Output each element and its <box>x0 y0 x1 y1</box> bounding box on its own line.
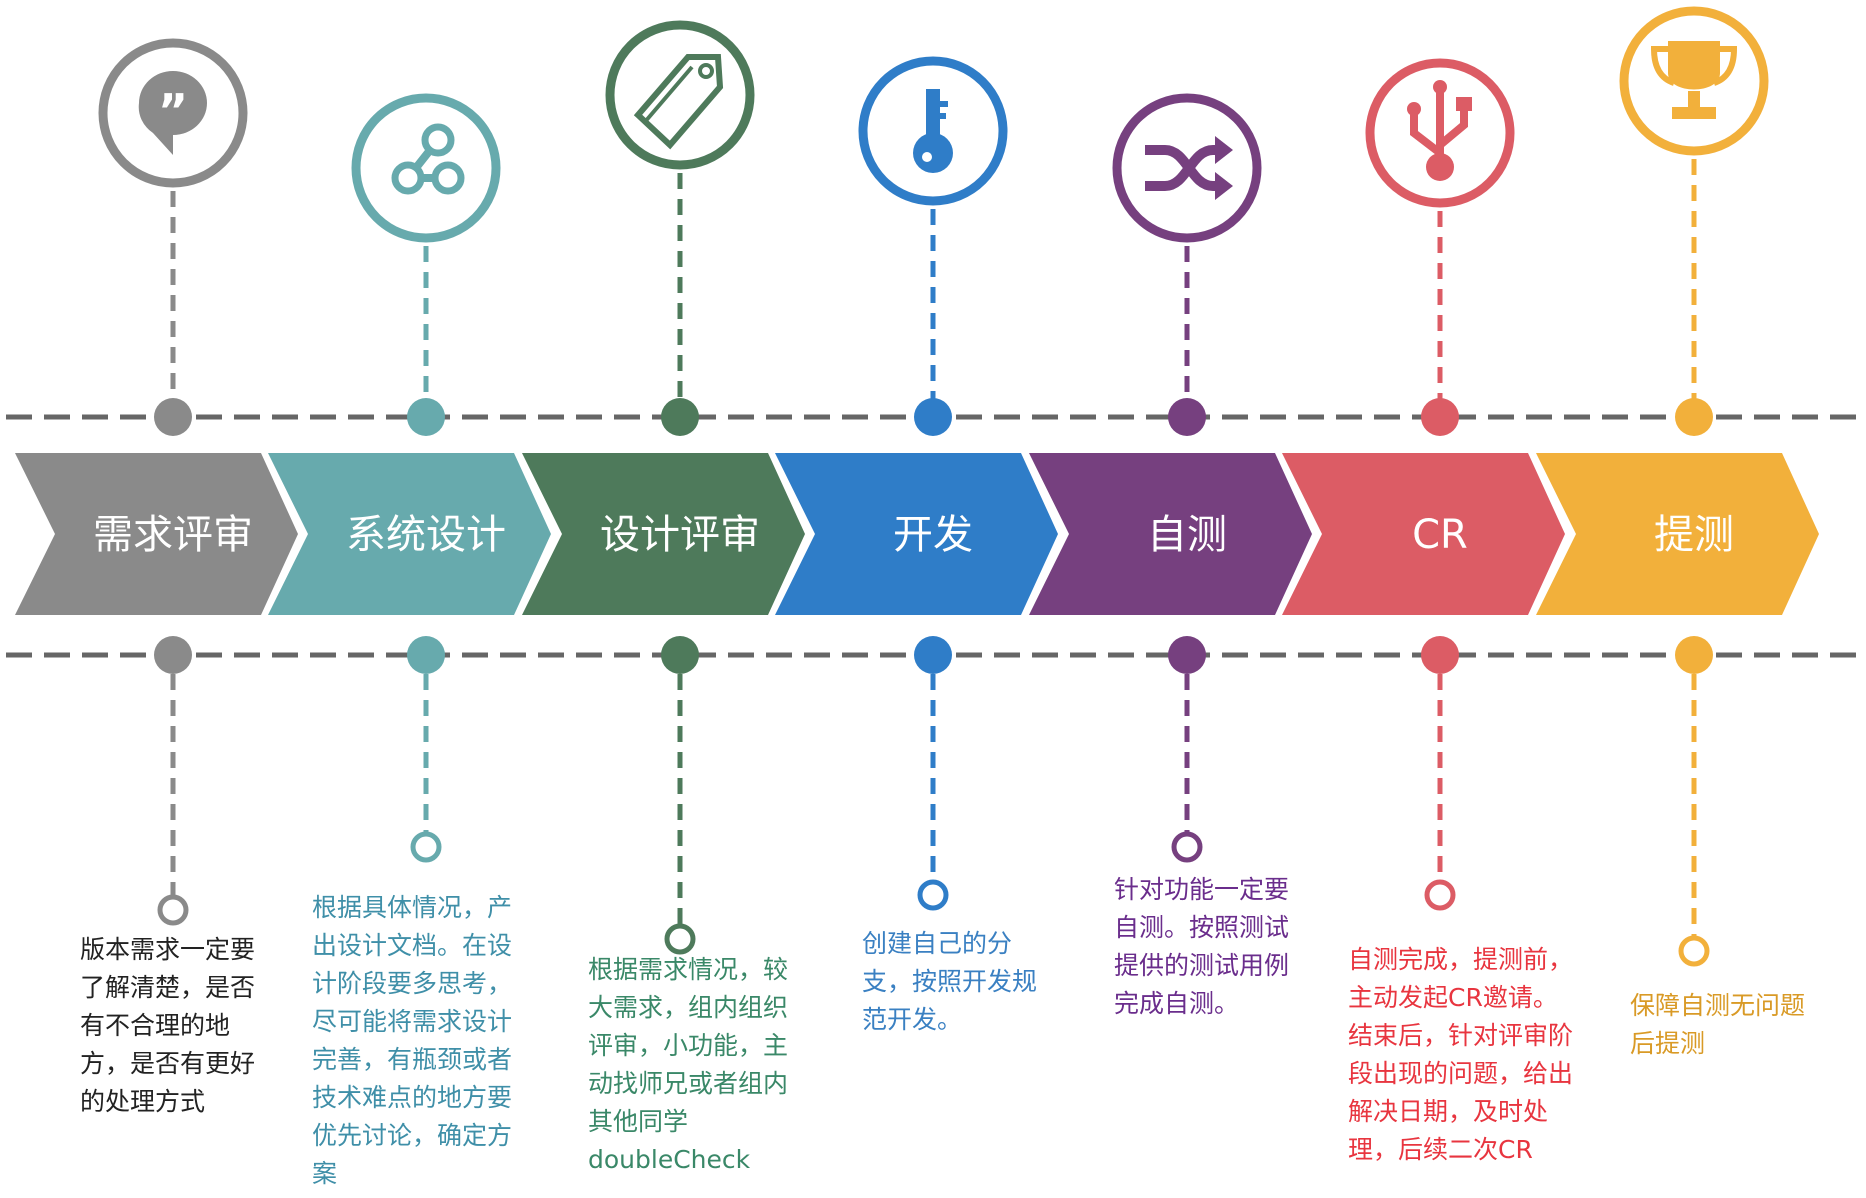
description-line: 技术难点的地方要 <box>312 1083 513 1112</box>
description-line: 计阶段要多思考， <box>312 969 513 998</box>
stage-7: 提测 <box>1536 6 1819 967</box>
upper-node <box>1168 398 1206 436</box>
stage-description: 保障自测无问题后提测 <box>1630 987 1820 1063</box>
upper-node <box>661 398 699 436</box>
description-line: 自测。按照测试 <box>1114 913 1290 942</box>
description-line: 自测完成，提测前， <box>1348 945 1574 974</box>
description-line: 保障自测无问题 <box>1630 991 1806 1020</box>
description-line: 大需求，组内组织 <box>588 993 789 1022</box>
quote-bubble-icon: ” <box>138 71 207 155</box>
end-ring <box>1171 831 1203 863</box>
description-line: 范开发。 <box>862 1005 963 1034</box>
description-line: 提供的测试用例 <box>1114 951 1290 980</box>
description-line: 评审，小功能，主 <box>588 1031 789 1060</box>
stage-chevron <box>775 453 1058 615</box>
description-line: 优先讨论，确定方 <box>312 1121 513 1150</box>
end-ring <box>410 831 442 863</box>
trophy-icon <box>1650 41 1738 119</box>
end-ring <box>157 894 189 926</box>
lower-node <box>1168 636 1206 674</box>
lower-node <box>661 636 699 674</box>
lower-node <box>1421 636 1459 674</box>
upper-node <box>914 398 952 436</box>
description-line: 动找师兄或者组内 <box>588 1069 789 1098</box>
stage-chevron <box>15 453 298 615</box>
stage-3: 设计评审 <box>522 20 805 955</box>
description-line: 完善，有瓶颈或者 <box>312 1045 513 1074</box>
description-line: 创建自己的分 <box>862 929 1013 958</box>
description-line: 主动发起CR邀请。 <box>1348 983 1558 1012</box>
upper-node <box>1675 398 1713 436</box>
stage-label: 设计评审 <box>600 512 760 558</box>
stage-description: 版本需求一定要了解清楚，是否有不合理的地方，是否有更好的处理方式 <box>80 931 270 1121</box>
description-line: 出设计文档。在设 <box>312 931 513 960</box>
description-line: 了解清楚，是否 <box>80 973 256 1002</box>
stage-description: 根据需求情况，较大需求，组内组织评审，小功能，主动找师兄或者组内其他同学 doub… <box>588 951 789 1179</box>
lower-node <box>1675 636 1713 674</box>
icon-ring <box>351 93 501 243</box>
description-line: 结束后，针对评审阶 <box>1348 1021 1574 1050</box>
stage-label: CR <box>1412 512 1468 558</box>
description-line: 理，后续二次CR <box>1348 1135 1533 1164</box>
description-line: 针对功能一定要 <box>1114 875 1290 904</box>
shuffle-icon <box>1145 136 1233 200</box>
upper-node <box>154 398 192 436</box>
description-line: 根据具体情况，产 <box>312 893 513 922</box>
key-icon <box>913 89 953 173</box>
description-line: 其他同学 <box>588 1107 689 1136</box>
description-line: 完成自测。 <box>1114 989 1240 1018</box>
description-line: 后提测 <box>1630 1029 1706 1058</box>
stage-description: 根据具体情况，产出设计文档。在设计阶段要多思考， 尽可能将需求设计完善，有瓶颈或者… <box>312 889 513 1193</box>
lower-node <box>407 636 445 674</box>
stage-1: ” 需求评审 <box>15 38 298 926</box>
description-line: 的处理方式 <box>80 1087 206 1116</box>
stage-6: CR <box>1282 58 1565 911</box>
stage-chevron <box>522 453 805 615</box>
tag-icon <box>633 54 724 150</box>
description-line: 版本需求一定要 <box>80 935 256 964</box>
upper-node <box>1421 398 1459 436</box>
description-line: doubleCheck <box>588 1145 751 1174</box>
stage-label: 提测 <box>1654 512 1734 558</box>
description-line: 段出现的问题，给出 <box>1348 1059 1574 1088</box>
stage-chevron <box>1029 453 1312 615</box>
description-line: 案 <box>312 1159 338 1188</box>
stage-label: 自测 <box>1147 512 1227 558</box>
stage-label: 开发 <box>893 512 973 558</box>
svg-text:”: ” <box>158 84 188 138</box>
icon-ring <box>605 20 755 170</box>
lower-node <box>914 636 952 674</box>
stage-5: 自测 <box>1029 93 1312 863</box>
description-line: 有不合理的地 <box>80 1011 231 1040</box>
stage-description: 自测完成，提测前， 主动发起CR邀请。结束后，针对评审阶段出现的问题，给出解决日期… <box>1348 941 1574 1169</box>
upper-node <box>407 398 445 436</box>
end-ring <box>917 879 949 911</box>
stage-chevron <box>1282 453 1565 615</box>
end-ring <box>1424 879 1456 911</box>
stage-label: 需求评审 <box>93 512 253 558</box>
description-line: 尽可能将需求设计 <box>312 1007 513 1036</box>
stage-description: 创建自己的分支，按照开发规范开发。 <box>862 925 1052 1039</box>
description-line: 方，是否有更好 <box>80 1049 256 1078</box>
stage-label: 系统设计 <box>346 512 506 558</box>
end-ring <box>1678 935 1710 967</box>
stage-chevron <box>268 453 551 615</box>
stage-description: 针对功能一定要自测。按照测试提供的测试用例完成自测。 <box>1114 871 1304 1023</box>
stage-2: 系统设计 <box>268 93 551 863</box>
stage-4: 开发 <box>775 56 1058 911</box>
lower-node <box>154 636 192 674</box>
description-line: 支，按照开发规 <box>862 967 1038 996</box>
usb-icon <box>1407 80 1472 181</box>
description-line: 根据需求情况，较 <box>588 955 789 984</box>
description-line: 解决日期，及时处 <box>1348 1097 1549 1126</box>
stage-chevron <box>1536 453 1819 615</box>
end-ring <box>664 923 696 955</box>
share-nodes-icon <box>391 123 465 195</box>
